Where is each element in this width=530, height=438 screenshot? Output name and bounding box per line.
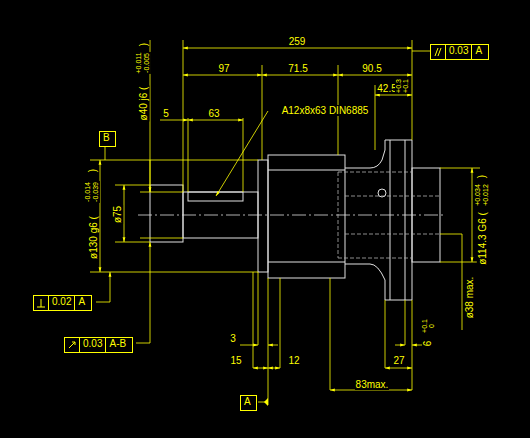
symbol-cell [65, 338, 79, 352]
dimension-text: 63 [207, 108, 220, 119]
dimension-text-vertical: +0.034 [474, 183, 482, 207]
feature-control-frame: 0.02A [33, 295, 92, 311]
dimension-text: 15 [229, 355, 242, 366]
tolerance-symbol [36, 298, 46, 308]
feature-control-frame: 0.03A [430, 44, 489, 60]
symbol-cell [431, 45, 445, 59]
frame-text: A [471, 45, 485, 59]
dimension-text-vertical: ø114.3 G6 ( [477, 211, 488, 266]
dimension-text: 12 [287, 355, 300, 366]
dimension-text-vertical: ø130 g6 ( [88, 215, 99, 260]
frame-text: 0.02 [48, 296, 74, 310]
dimension-text-vertical: +0.012 [482, 183, 490, 207]
dimension-text-vertical: ) [88, 167, 99, 172]
datum-box: A [240, 395, 257, 411]
dimension-text: 83max. [355, 379, 390, 390]
dimension-text-vertical: ø40 j6 ( [139, 85, 150, 121]
tolerance-symbol [67, 340, 77, 350]
frame-text: 0.03 [79, 338, 105, 352]
dimension-text: 259 [288, 36, 307, 47]
tolerance-symbol [433, 47, 443, 57]
frame-text: A [241, 396, 254, 410]
dimension-text: 3 [229, 333, 237, 344]
dimension-text: 71.5 [287, 63, 308, 74]
dimension-text-vertical: -0.039 [92, 181, 100, 203]
frame-text: B [100, 132, 113, 146]
dimension-text-vertical: +0.011 [135, 51, 143, 74]
dimension-text: 97 [217, 63, 230, 74]
dimension-text-vertical: ø75 [112, 204, 123, 223]
dimension-text-vertical: -0.005 [143, 52, 151, 74]
dimension-text-vertical: 0 [428, 323, 436, 329]
dimension-text-vertical: ) [139, 41, 150, 46]
dimension-text: 90.5 [361, 63, 382, 74]
dimension-text-vertical: -0.014 [84, 181, 92, 203]
datum-box: B [99, 131, 116, 147]
frame-text: A-B [105, 338, 129, 352]
dimension-text: 5 [162, 108, 170, 119]
feature-control-frame: 0.03A-B [64, 337, 133, 353]
dimension-text-vertical: 6 [423, 339, 434, 347]
dimension-text-vertical: ø38 max. [465, 275, 476, 319]
frame-text: 0.03 [445, 45, 471, 59]
dimension-text: 27 [392, 355, 405, 366]
dimension-text: A12x8x63 DIN6885 [281, 105, 370, 116]
symbol-cell [34, 296, 48, 310]
dimension-text-vertical: +0.1 [402, 78, 410, 94]
dimension-text-vertical: ) [477, 173, 488, 178]
frame-text: A [74, 296, 88, 310]
